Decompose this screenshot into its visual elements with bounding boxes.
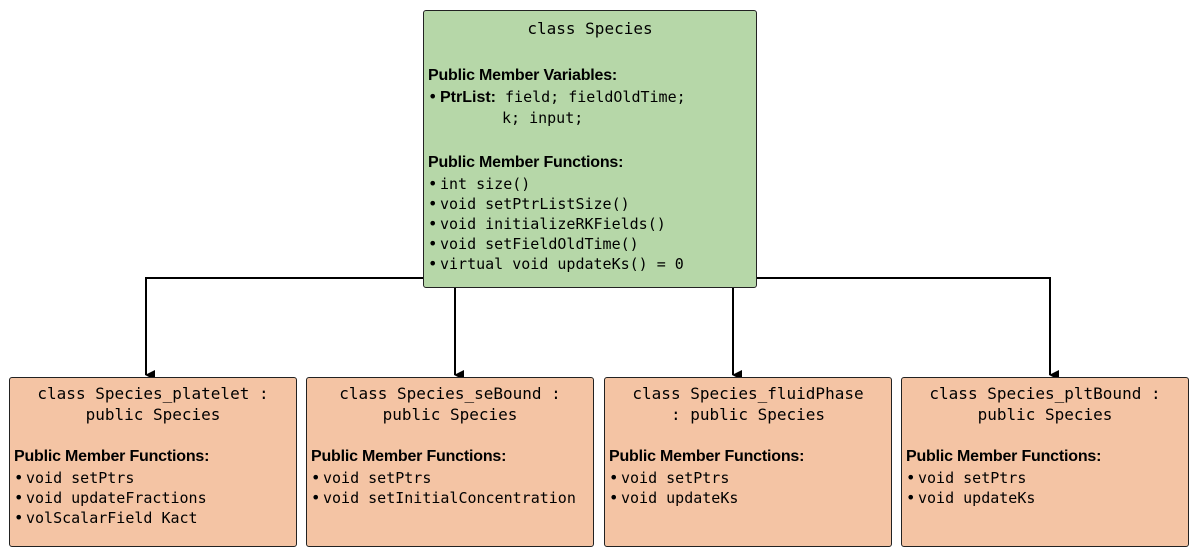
- ptrlist-item: PtrList: field; fieldOldTime;: [428, 87, 756, 108]
- species-pltbound-class-box: class Species_pltBound : public Species …: [901, 377, 1189, 547]
- functions-list: void setPtrs void setInitialConcentratio…: [307, 468, 593, 508]
- function-item: volScalarField Kact: [14, 508, 296, 528]
- functions-heading: Public Member Functions:: [428, 154, 624, 171]
- ptrlist-fields-continued: k; input;: [502, 109, 584, 127]
- class-title: class Species: [527, 19, 653, 38]
- functions-heading: Public Member Functions:: [14, 448, 210, 465]
- functions-heading: Public Member Functions:: [311, 448, 507, 465]
- function-item: void setFieldOldTime(): [428, 234, 756, 254]
- inheritance-connectors: [145, 277, 1059, 380]
- function-item: void initializeRKFields(): [428, 214, 756, 234]
- function-item: int size(): [428, 174, 756, 194]
- ptrlist-fields: field; fieldOldTime;: [505, 88, 686, 106]
- function-item: void updateKs: [609, 488, 891, 508]
- species-class-box: class Species Public Member Variables: P…: [423, 10, 757, 288]
- class-title: class Species_seBound : public Species: [339, 384, 561, 424]
- function-item: void updateFractions: [14, 488, 296, 508]
- functions-list: int size() void setPtrListSize() void in…: [424, 174, 756, 274]
- arrow-to-species-platelet: [145, 277, 423, 380]
- class-title: class Species_pltBound : public Species: [929, 384, 1161, 424]
- function-item: void updateKs: [906, 488, 1188, 508]
- functions-heading: Public Member Functions:: [609, 448, 805, 465]
- variables-list: PtrList: field; fieldOldTime;: [424, 87, 756, 108]
- class-title: class Species_platelet : public Species: [37, 384, 269, 424]
- function-item: void setPtrs: [609, 468, 891, 488]
- function-item: void setPtrListSize(): [428, 194, 756, 214]
- species-platelet-class-box: class Species_platelet : public Species …: [9, 377, 297, 547]
- function-item: void setPtrs: [311, 468, 593, 488]
- species-sebound-class-box: class Species_seBound : public Species P…: [306, 377, 594, 547]
- functions-list: void setPtrs void updateFractions volSca…: [10, 468, 296, 528]
- variables-heading: Public Member Variables:: [428, 67, 618, 84]
- species-fluidphase-class-box: class Species_fluidPhase : public Specie…: [604, 377, 892, 547]
- functions-list: void setPtrs void updateKs: [902, 468, 1188, 508]
- functions-heading: Public Member Functions:: [906, 448, 1102, 465]
- function-item: void setPtrs: [14, 468, 296, 488]
- function-item: void setPtrs: [906, 468, 1188, 488]
- function-item: virtual void updateKs() = 0: [428, 254, 756, 274]
- arrow-to-species-pltbound: [757, 277, 1059, 380]
- class-title: class Species_fluidPhase : public Specie…: [632, 384, 864, 424]
- function-item: void setInitialConcentration: [311, 488, 593, 508]
- ptrlist-label: PtrList:: [440, 89, 496, 106]
- functions-list: void setPtrs void updateKs: [605, 468, 891, 508]
